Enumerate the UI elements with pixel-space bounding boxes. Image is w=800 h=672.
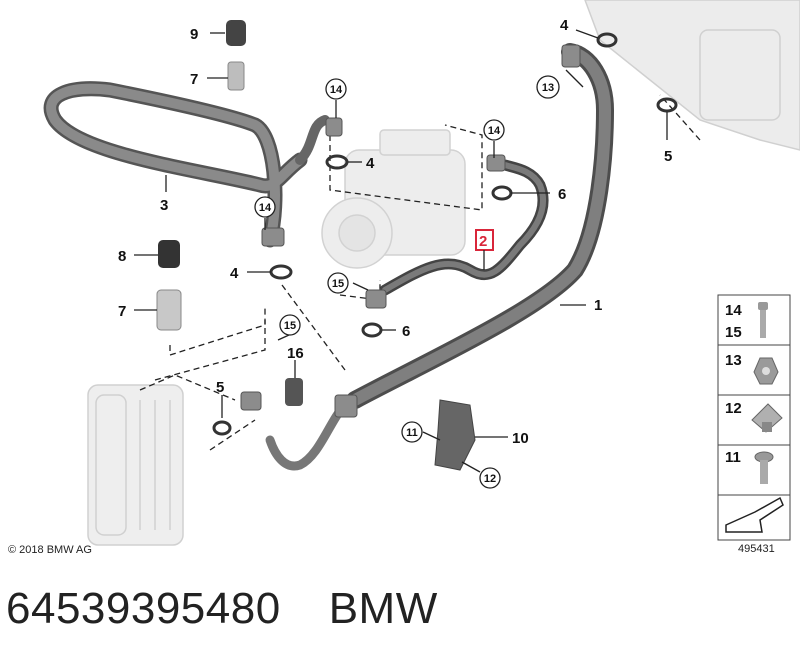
callout-5-left: 5 (216, 379, 224, 396)
legend-label-13: 13 (725, 352, 742, 369)
hose-2 (379, 159, 549, 296)
callout-1: 1 (594, 297, 602, 314)
callout-16: 16 (287, 345, 304, 362)
hose-1 (265, 43, 615, 471)
hex-nut-icon (753, 357, 779, 385)
callout-10: 10 (512, 430, 529, 447)
legend-label-12: 12 (725, 400, 742, 417)
copyright-text: © 2018 BMW AG (8, 544, 92, 556)
parts-diagram: 9 7 3 8 7 4 4 4 5 5 6 6 1 2 16 10 14 14 … (8, 0, 800, 556)
cap-9 (226, 20, 246, 46)
part-number: 64539395480 (6, 584, 281, 633)
hose-3 (43, 81, 330, 248)
legend-label-11: 11 (725, 449, 741, 466)
cap-8 (158, 240, 180, 268)
callout-14-mid: 14 (325, 78, 347, 100)
valve-7-left (156, 289, 182, 331)
ghost-evaporator-housing (584, 0, 800, 151)
part-caption: 64539395480 BMW (6, 584, 438, 634)
callout-4-left: 4 (230, 265, 239, 282)
hardware-legend: 14 15 13 12 11 (717, 294, 791, 541)
diagram-id: 495431 (738, 543, 775, 555)
pressure-sensor-16 (285, 378, 303, 406)
fitting-blocks (240, 44, 581, 418)
brand-name: BMW (328, 584, 438, 633)
callout-15-mid: 15 (327, 272, 349, 294)
callout-7-left: 7 (118, 303, 126, 320)
valve-7-top (227, 61, 245, 91)
screw-icon (754, 451, 774, 484)
svg-text:11: 11 (406, 427, 418, 439)
callout-5-right: 5 (664, 148, 672, 165)
callout-14-right: 14 (483, 119, 505, 141)
callout-15-left: 15 (279, 314, 301, 336)
clip-nut-icon (751, 403, 783, 433)
callout-3: 3 (160, 197, 168, 214)
ghost-receiver-drier (87, 384, 184, 546)
svg-text:13: 13 (542, 82, 554, 94)
callout-leaders (134, 29, 668, 473)
legend-label-14: 14 (725, 302, 742, 319)
svg-text:12: 12 (484, 473, 496, 485)
svg-text:14: 14 (488, 125, 501, 137)
callout-9: 9 (190, 26, 198, 43)
svg-text:15: 15 (332, 278, 344, 290)
callout-14-left: 14 (254, 196, 276, 218)
callout-8: 8 (118, 248, 126, 265)
callout-6-bottom: 6 (402, 323, 410, 340)
svg-text:14: 14 (330, 84, 343, 96)
callout-7-top: 7 (190, 71, 198, 88)
callout-6-top: 6 (558, 186, 566, 203)
arrow-icon (725, 496, 784, 533)
callout-11: 11 (401, 421, 423, 443)
ghost-compressor (321, 129, 466, 269)
callout-13: 13 (536, 75, 560, 99)
svg-text:14: 14 (259, 202, 272, 214)
bolt-icon (758, 302, 768, 338)
bracket-10 (434, 399, 476, 471)
callout-4-top: 4 (560, 17, 569, 34)
legend-label-15: 15 (725, 324, 742, 341)
svg-text:15: 15 (284, 320, 296, 332)
callout-12: 12 (479, 467, 501, 489)
callout-4-mid: 4 (366, 155, 375, 172)
callout-2: 2 (479, 233, 487, 250)
